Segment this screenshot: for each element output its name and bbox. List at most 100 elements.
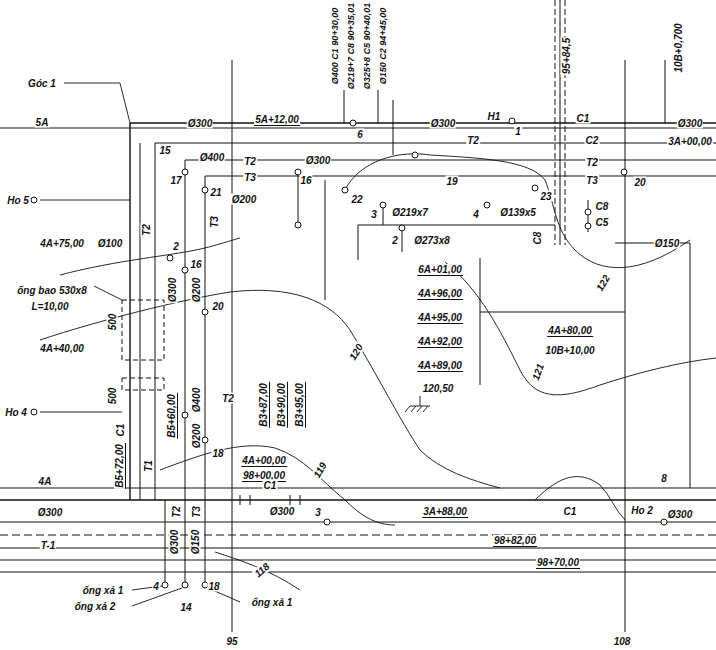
manhole [585,209,591,215]
manhole [532,185,538,191]
annotation-label: Ø200 [191,277,202,303]
manhole [509,118,515,124]
manhole [202,437,208,443]
contour-line [345,154,690,268]
pipe-line [555,0,556,245]
pipe-line [480,312,625,313]
annotation-label: B5+60,00 [166,393,178,439]
manhole [182,169,188,175]
annotation-label: 2 [172,241,180,252]
ground-symbol [410,396,430,406]
annotation-label: C2 [585,135,600,146]
annotation-label: 120 [347,341,366,363]
annotation-label: B3+95,00 [294,382,306,428]
annotation-label: T3 [191,505,202,519]
annotation-label: T2 [585,157,599,168]
annotation-label: 95+84,5 [561,37,572,75]
annotation-label: Ø300 [305,155,331,166]
annotation-label: Ø300 [269,506,295,517]
annotation-label: 15 [158,145,171,156]
annotation-label: 121 [530,361,547,382]
annotation-label: 122 [594,272,613,294]
pipe-line [130,122,716,124]
annotation-label: T3 [243,172,257,183]
annotation-label: T3 [585,175,599,186]
manhole [202,309,208,315]
pipe-line [378,90,379,123]
annotation-label: C1 [576,113,591,124]
pipe-line [165,500,166,582]
contour-line [40,290,500,488]
leader-line [94,286,122,300]
annotation-label: 4A+89,00 [417,360,463,372]
annotation-label: 18 [207,581,220,592]
annotation-label: Ø200 [231,194,257,205]
annotation-label: ống xả 1 [82,585,125,596]
annotation-label: Góc 1 [27,78,57,89]
manhole [167,255,173,261]
annotation-label: 19 [445,176,458,187]
manholes [31,118,667,588]
annotation-label: 5A+12,00 [254,114,300,126]
pipe-line [129,123,130,500]
pipe-line [298,172,299,225]
annotation-label: 16 [189,259,202,270]
annotation-label: 4A+00,00 [241,455,287,467]
annotation-label: 17 [169,175,182,186]
annotation-label: 4A+95,00 [417,312,463,324]
annotation-label: Ø150 [654,238,680,249]
annotation-label: Ø300 [167,277,178,303]
annotation-label: 500 [107,387,118,406]
annotation-label: 3 [314,507,322,518]
annotation-label: T2 [171,505,182,519]
annotation-label: Ø300 [430,118,456,129]
annotation-label: Ø150 [190,529,201,555]
contour-lines [40,154,716,590]
annotation-label: 4A [38,476,53,487]
annotation-label: B3+90,00 [276,382,288,428]
annotation-label: Ø400 [191,387,202,413]
annotation-label: 10B+0,700 [673,22,684,73]
manhole [342,187,348,193]
annotation-label: ống xả 2 [74,601,117,612]
annotation-label: 10B+10,00 [544,345,595,356]
pipe-line [344,90,345,123]
contour-line [160,446,395,525]
manhole [182,582,188,588]
annotation-label: Ø139x5 [499,207,537,218]
leader-line [40,412,122,413]
annotation-label: C8 [595,201,610,212]
manhole [585,223,591,229]
contour-line [60,238,240,275]
annotation-label: 18 [211,448,224,459]
manhole [350,120,356,126]
pipe-lines [0,0,716,632]
annotation-label: 6A+01,00 [417,264,463,276]
annotation-label: Ø400 [199,152,225,163]
annotation-label: 118 [252,560,273,580]
contour-line [535,477,625,520]
annotation-label: Ho 5 [6,195,30,206]
annotation-label: 14 [179,602,192,613]
station-line [665,60,666,123]
pipe-line [185,160,186,582]
pipe-line [0,548,716,549]
annotation-label: Ø400 C1 90+30,00 [331,7,341,85]
annotation-label: Ho 2 [630,505,654,516]
annotation-label: 22 [350,194,363,205]
annotation-label: 5A [35,117,50,128]
station-line [232,60,233,632]
contour-line [215,552,300,590]
manhole [661,519,667,525]
annotation-label: T2 [141,223,152,237]
valve-symbol [240,495,300,505]
annotation-label: Ø300 [187,118,213,129]
annotation-label: L=10,00 [31,301,70,312]
leader-line [40,200,130,201]
annotation-label: Ho 4 [4,407,28,418]
annotation-label: 6 [356,129,364,140]
annotation-label: Ø150 C2 94+45,00 [379,7,389,85]
annotation-label: C1 [115,423,126,438]
